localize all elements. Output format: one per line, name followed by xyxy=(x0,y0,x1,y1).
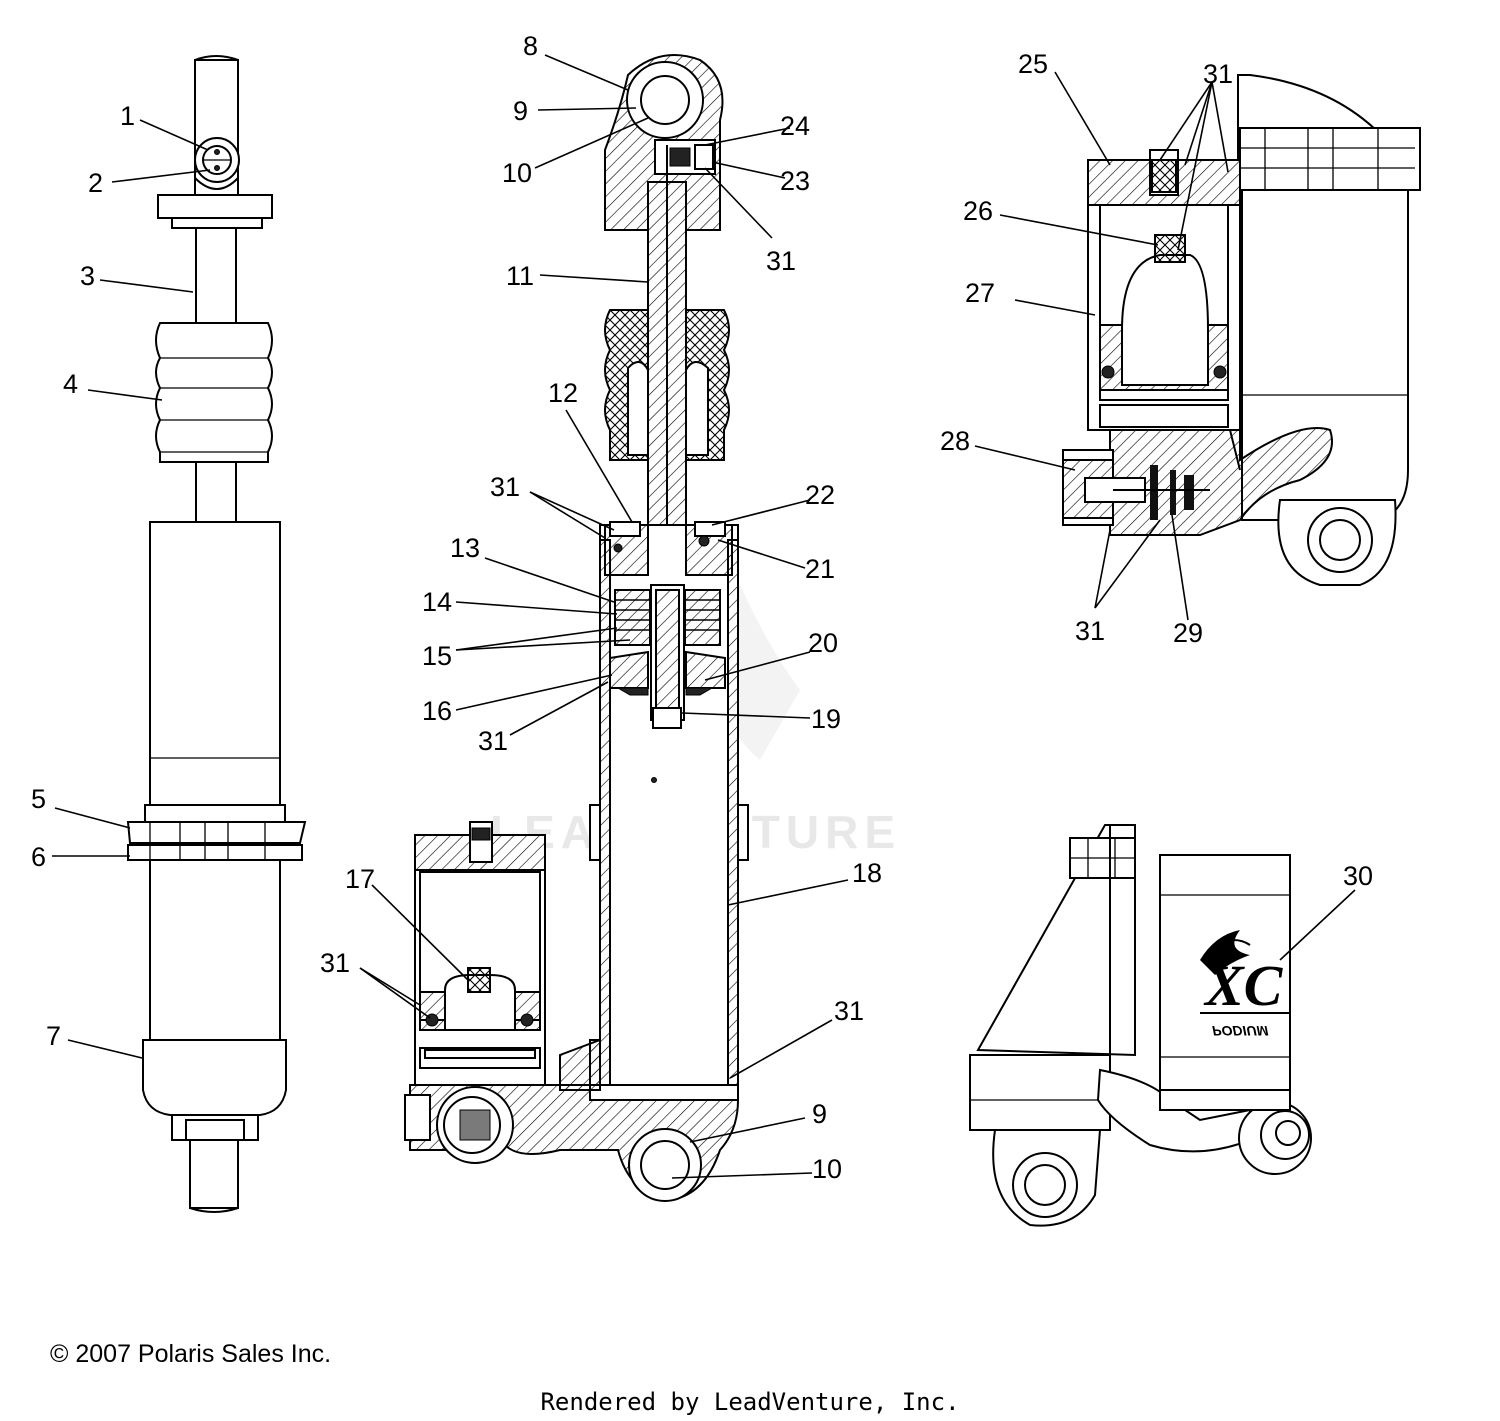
callout-17: 17 xyxy=(345,864,375,894)
decal-brand-text: XC xyxy=(1203,953,1284,1018)
copyright-text: © 2007 Polaris Sales Inc. xyxy=(50,1340,332,1368)
callout-9-top: 9 xyxy=(513,96,528,126)
callout-22: 22 xyxy=(805,480,835,510)
callout-24: 24 xyxy=(780,111,810,141)
decal-model-text: PODIUM xyxy=(1212,1023,1268,1039)
callout-18: 18 xyxy=(852,858,882,888)
callout-31-reservoir: 31 xyxy=(320,948,350,978)
callout-9-bottom: 9 xyxy=(812,1099,827,1129)
callout-2: 2 xyxy=(88,168,103,198)
leader-lines xyxy=(52,54,1356,1179)
callout-31-adjuster: 31 xyxy=(1075,616,1105,646)
callout-27: 27 xyxy=(965,278,995,308)
callout-11: 11 xyxy=(506,261,534,291)
callout-14: 14 xyxy=(422,587,452,617)
callout-20: 20 xyxy=(808,628,838,658)
callout-31-bottom: 31 xyxy=(834,996,864,1026)
left-shock-exterior xyxy=(126,55,307,1213)
center-shock-section xyxy=(404,54,749,1202)
callout-29: 29 xyxy=(1173,618,1203,648)
callout-31-top-right: 31 xyxy=(1203,59,1233,89)
callout-31-piston: 31 xyxy=(478,726,508,756)
bottom-right-shock-exterior: XC PODIUM xyxy=(969,824,1312,1227)
callout-23: 23 xyxy=(780,166,810,196)
top-right-reservoir-section xyxy=(1062,74,1421,586)
callout-15: 15 xyxy=(422,641,452,671)
callout-4: 4 xyxy=(63,369,78,399)
callout-12: 12 xyxy=(548,378,578,408)
callout-25: 25 xyxy=(1018,49,1048,79)
callout-labels: 1 2 3 4 5 6 7 8 9 10 24 23 31 11 12 31 2… xyxy=(31,31,1373,1184)
callout-26: 26 xyxy=(963,196,993,226)
callout-1: 1 xyxy=(120,101,135,131)
callout-10-top: 10 xyxy=(502,158,532,188)
callout-16: 16 xyxy=(422,696,452,726)
callout-10-bottom: 10 xyxy=(812,1154,842,1184)
callout-5: 5 xyxy=(31,784,46,814)
callout-19: 19 xyxy=(811,704,841,734)
callout-28: 28 xyxy=(940,426,970,456)
callout-30: 30 xyxy=(1343,861,1373,891)
callout-13: 13 xyxy=(450,533,480,563)
callout-21: 21 xyxy=(805,554,835,584)
callout-7: 7 xyxy=(46,1021,61,1051)
callout-6: 6 xyxy=(31,842,46,872)
callout-8: 8 xyxy=(523,31,538,61)
callout-31-top: 31 xyxy=(766,246,796,276)
brand-decal: XC PODIUM xyxy=(1200,930,1290,1039)
callout-3: 3 xyxy=(80,261,95,291)
callout-31-center: 31 xyxy=(490,472,520,502)
rendered-by-text: Rendered by LeadVenture, Inc. xyxy=(540,1388,960,1416)
